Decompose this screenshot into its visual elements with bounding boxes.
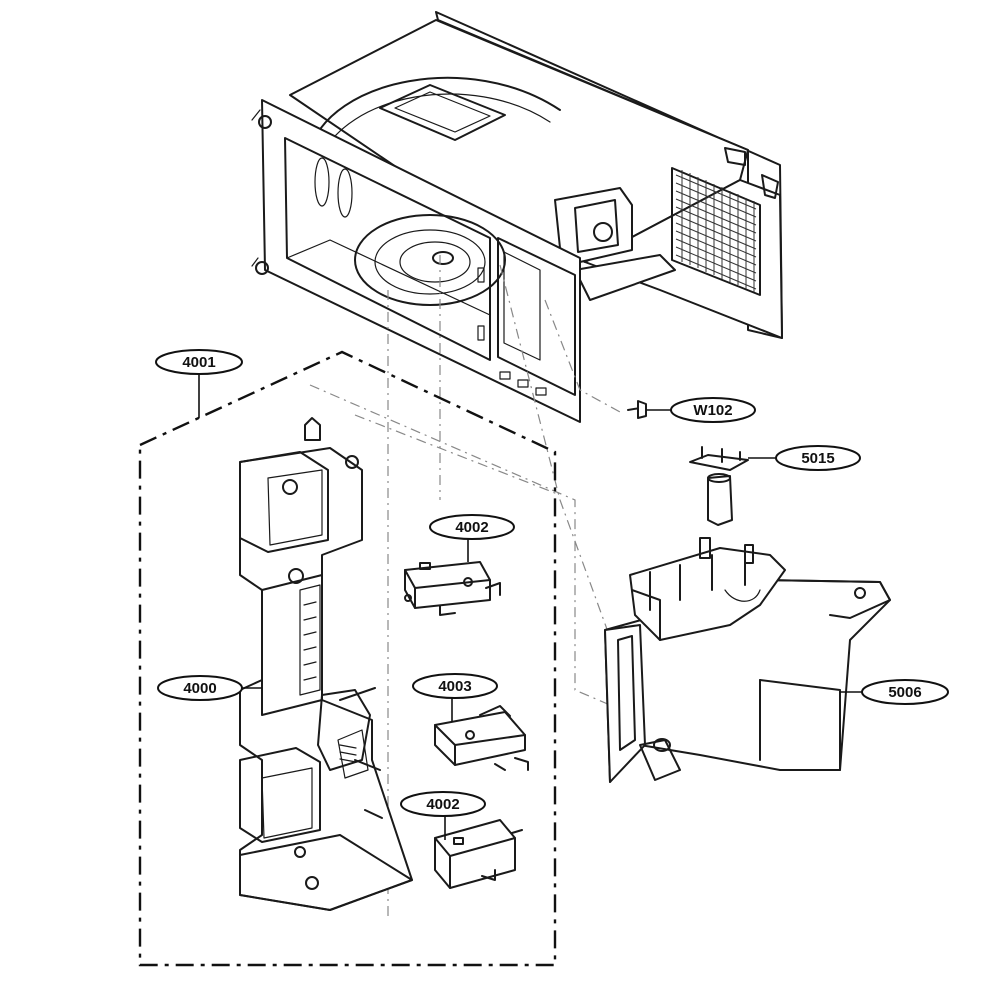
callout-5006: 5006 bbox=[840, 679, 949, 705]
callout-w102: W102 bbox=[646, 397, 756, 423]
callout-label: 4002 bbox=[426, 796, 459, 813]
callout-label: 4001 bbox=[182, 354, 215, 371]
callout-4002-upper: 4002 bbox=[429, 514, 515, 562]
sensor-5015 bbox=[689, 446, 749, 526]
micro-switch-4002-lower bbox=[434, 819, 523, 889]
callout-5015: 5015 bbox=[748, 445, 861, 471]
bracket-duct-5006 bbox=[604, 537, 891, 783]
screw-w102 bbox=[627, 400, 647, 419]
door-latch-bracket-4000 bbox=[239, 417, 413, 911]
callout-label: 4000 bbox=[183, 680, 216, 697]
oven-cavity-assembly bbox=[251, 11, 783, 423]
callout-label: W102 bbox=[693, 402, 732, 419]
callout-label: 4003 bbox=[438, 678, 471, 695]
micro-switch-4002-upper bbox=[404, 561, 501, 616]
callout-4003: 4003 bbox=[412, 673, 498, 722]
assembly-4001-boundary bbox=[138, 350, 557, 967]
callout-label: 5015 bbox=[801, 450, 834, 467]
callout-4002-lower: 4002 bbox=[400, 791, 486, 840]
callout-4001: 4001 bbox=[155, 349, 243, 418]
callout-label: 5006 bbox=[888, 684, 921, 701]
callout-4000: 4000 bbox=[157, 675, 262, 701]
ventilation-grille bbox=[671, 167, 761, 296]
callout-label: 4002 bbox=[455, 519, 488, 536]
micro-switch-4003 bbox=[434, 705, 529, 771]
